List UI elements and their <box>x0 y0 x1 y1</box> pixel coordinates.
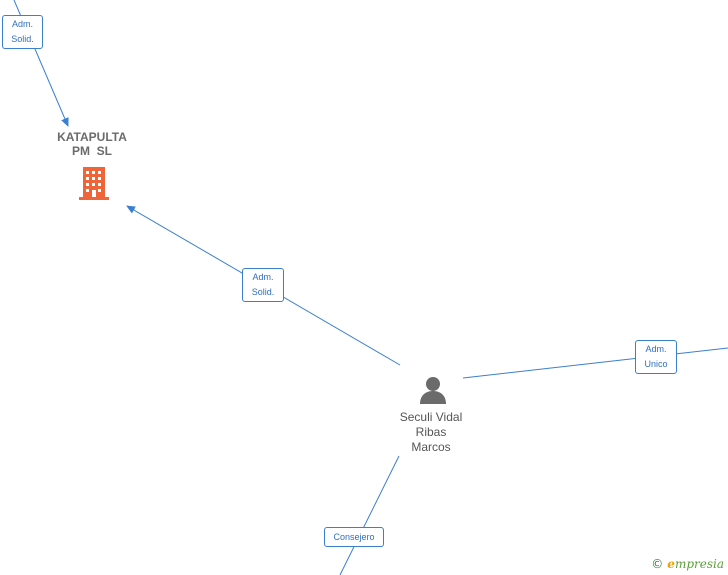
person-name-line3: Marcos <box>411 440 451 454</box>
brand-watermark: ©empresia <box>651 557 724 571</box>
edge-label-middle-line1: Adm. <box>252 272 274 282</box>
brand-name: mpresia <box>674 557 724 571</box>
edge-label-top-line2: Solid. <box>11 34 34 44</box>
edge-label-bottom-text: Consejero <box>333 532 375 542</box>
edge-label-top[interactable]: Adm. Solid. <box>2 15 43 49</box>
person-name-line2: Ribas <box>415 425 447 439</box>
edge-label-right-line1: Adm. <box>645 344 667 354</box>
edge-label-middle-line2: Solid. <box>251 287 275 297</box>
edge-label-right[interactable]: Adm. Unico <box>635 340 677 374</box>
edge-bottom <box>339 455 400 575</box>
person-icon[interactable] <box>420 377 446 404</box>
edge-right <box>462 347 728 379</box>
brand-initial: e <box>667 557 675 571</box>
company-name-line2: PM SL <box>71 144 112 158</box>
copyright-symbol: © <box>651 557 664 571</box>
company-name[interactable]: KATAPULTA PM SL <box>42 130 142 158</box>
person-name[interactable]: Seculi Vidal Ribas Marcos <box>381 410 481 455</box>
company-name-line1: KATAPULTA <box>57 130 127 144</box>
person-name-line1: Seculi Vidal <box>399 410 463 424</box>
building-icon[interactable] <box>79 167 109 200</box>
edge-label-right-line2: Unico <box>644 359 668 369</box>
edge-label-top-line1: Adm. <box>11 19 33 29</box>
edge-label-middle[interactable]: Adm. Solid. <box>242 268 284 302</box>
edge-label-bottom[interactable]: Consejero <box>324 527 384 547</box>
